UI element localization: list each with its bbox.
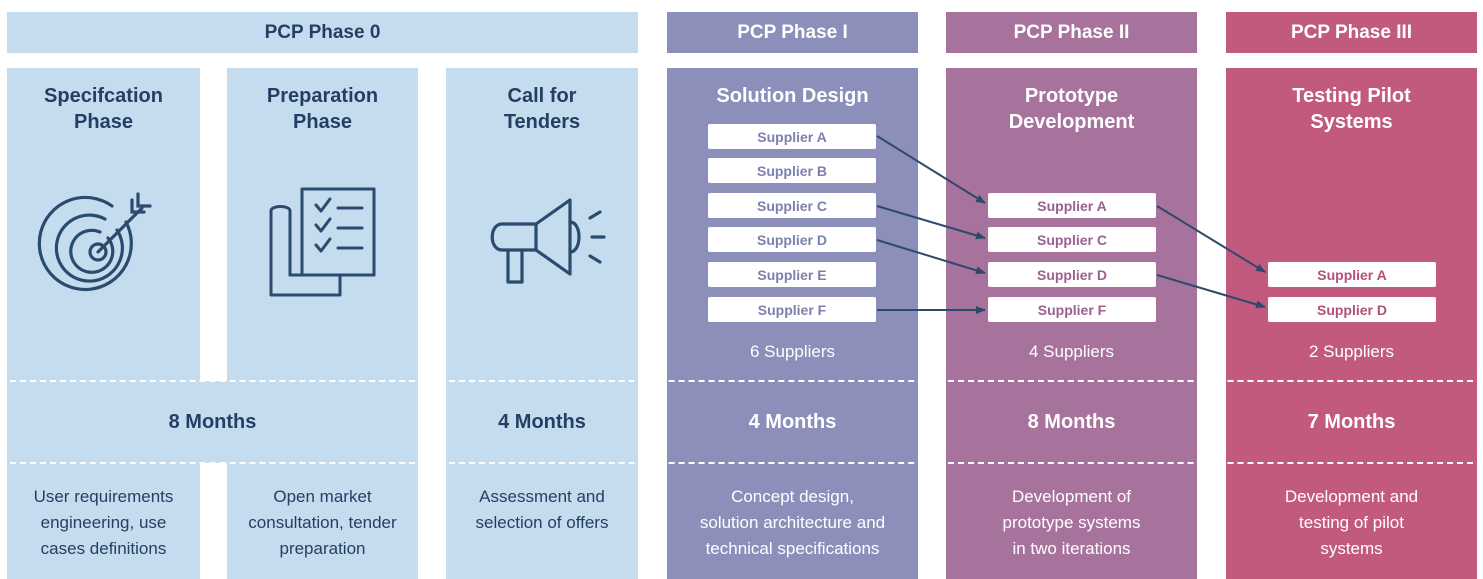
design-desc-line2: solution architecture and	[699, 513, 886, 532]
arrow-a-design-to-proto	[876, 135, 986, 204]
proto-supplier-d: Supplier D	[988, 262, 1156, 287]
pilot-desc-line1: Development and	[1284, 487, 1419, 506]
proto-description: Development of prototype systems in two …	[946, 484, 1197, 562]
phase0-header: PCP Phase 0	[264, 21, 381, 43]
pilot-description: Development and testing of pilot systems	[1226, 484, 1477, 562]
design-supplier-f: Supplier F	[708, 297, 876, 322]
design-title: Solution Design	[667, 83, 918, 109]
proto-supplier-c: Supplier C	[988, 227, 1156, 252]
phase0-header-bar	[7, 12, 638, 53]
megaphone-icon	[490, 198, 606, 284]
checklist-icon	[269, 187, 376, 297]
design-column	[667, 68, 918, 579]
prep-title: Preparation Phase	[227, 83, 418, 135]
spec-title: Specifcation Phase	[7, 83, 200, 135]
call-title: Call for Tenders	[446, 83, 638, 135]
proto-desc-line3: in two iterations	[1012, 539, 1131, 558]
proto-title: Prototype Development	[946, 83, 1197, 135]
design-description: Concept design, solution architecture an…	[667, 484, 918, 562]
design-supplier-c: Supplier C	[708, 193, 876, 218]
call-desc-line1: Assessment and	[479, 487, 605, 506]
proto-desc-line1: Development of	[1011, 487, 1132, 506]
prep-title-line1: Preparation	[266, 85, 379, 107]
design-supplier-a: Supplier A	[708, 124, 876, 149]
call-desc-line2: selection of offers	[475, 513, 609, 532]
design-supplier-e: Supplier E	[708, 262, 876, 287]
divider-bottom	[0, 462, 1483, 464]
spec-description: User requirements engineering, use cases…	[0, 484, 215, 562]
pilot-title-line1: Testing Pilot	[1292, 85, 1411, 107]
spec-desc-line3: cases definitions	[40, 539, 167, 558]
phase0-call-duration: 4 Months	[498, 410, 586, 433]
pilot-supplier-a: Supplier A	[1268, 262, 1436, 287]
target-icon	[37, 192, 152, 292]
call-column	[446, 68, 638, 579]
pilot-supplier-count: 2 Suppliers	[1308, 342, 1395, 361]
design-title-text: Solution Design	[716, 85, 869, 107]
call-title-line2: Tenders	[503, 111, 581, 133]
phase2-header: PCP Phase II	[1013, 21, 1130, 43]
prep-desc-line3: preparation	[279, 539, 366, 558]
arrow-d-proto-to-pilot	[1156, 274, 1266, 309]
prep-title-line2: Phase	[293, 111, 352, 133]
spec-title-line2: Phase	[74, 111, 133, 133]
pilot-desc-line2: testing of pilot	[1299, 513, 1404, 532]
proto-supplier-f: Supplier F	[988, 297, 1156, 322]
arrow-d-design-to-proto	[876, 239, 986, 275]
spec-title-line1: Specifcation	[44, 85, 163, 107]
spec-column	[7, 68, 200, 579]
design-supplier-count: 6 Suppliers	[749, 342, 836, 361]
proto-desc-line2: prototype systems	[1002, 513, 1141, 532]
phase1-header-bar	[667, 12, 918, 53]
prep-desc-line1: Open market	[273, 487, 372, 506]
phase2-duration: 8 Months	[1027, 410, 1116, 433]
call-title-line1: Call for	[507, 85, 577, 107]
phase3-duration: 7 Months	[1307, 410, 1396, 433]
pilot-title-line2: Systems	[1310, 111, 1393, 133]
proto-supplier-a: Supplier A	[988, 193, 1156, 218]
phase0-duration-band	[7, 381, 418, 463]
phase2-header-bar	[946, 12, 1197, 53]
design-desc-line1: Concept design,	[731, 487, 854, 506]
pilot-column	[1226, 68, 1477, 579]
phase1-duration: 4 Months	[748, 410, 837, 433]
spec-desc-line2: engineering, use	[40, 513, 167, 532]
prep-desc-line2: consultation, tender	[248, 513, 397, 532]
prep-column	[227, 68, 418, 579]
pilot-title: Testing Pilot Systems	[1226, 83, 1477, 135]
arrow-c-design-to-proto	[876, 205, 986, 240]
arrow-a-proto-to-pilot	[1156, 205, 1266, 273]
phase3-header-bar	[1226, 12, 1477, 53]
proto-column	[946, 68, 1197, 579]
divider-top	[0, 380, 1483, 382]
proto-supplier-count: 4 Suppliers	[1028, 342, 1115, 361]
phase3-header: PCP Phase III	[1290, 21, 1413, 43]
design-supplier-b: Supplier B	[708, 158, 876, 183]
pilot-supplier-d: Supplier D	[1268, 297, 1436, 322]
design-desc-line3: technical specifications	[705, 539, 880, 558]
pilot-desc-line3: systems	[1320, 539, 1383, 558]
spec-desc-line1: User requirements	[33, 487, 174, 506]
prep-description: Open market consultation, tender prepara…	[227, 484, 418, 562]
proto-title-line2: Development	[1008, 111, 1135, 133]
phase0-prep-duration: 8 Months	[168, 410, 257, 433]
design-supplier-d: Supplier D	[708, 227, 876, 252]
phase1-header: PCP Phase I	[737, 21, 848, 43]
proto-title-line1: Prototype	[1024, 85, 1119, 107]
call-description: Assessment and selection of offers	[446, 484, 638, 536]
